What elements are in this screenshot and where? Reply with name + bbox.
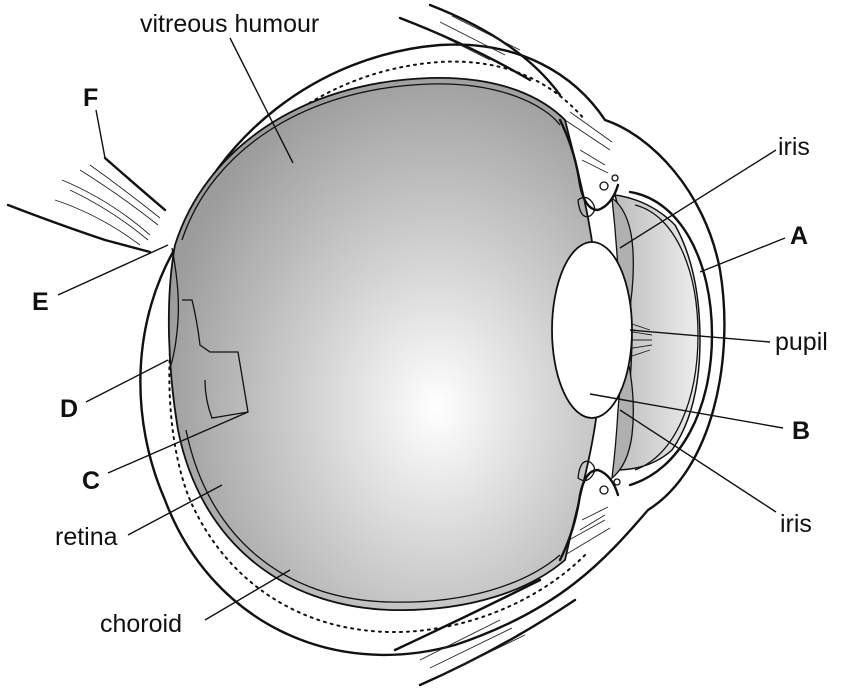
label-D: D: [60, 360, 168, 423]
optic-nerve: [8, 158, 165, 252]
label-text-A: A: [790, 222, 808, 250]
label-text-choroid: choroid: [100, 610, 182, 638]
label-text-D: D: [60, 395, 78, 423]
label-text-vitreous-humour: vitreous humour: [140, 10, 319, 38]
label-text-iris-bottom: iris: [780, 510, 812, 538]
label-iris-top: iris: [620, 133, 810, 248]
label-iris-bottom: iris: [620, 410, 812, 538]
lens: [552, 242, 632, 418]
label-text-iris-top: iris: [778, 133, 810, 161]
label-text-F: F: [83, 84, 98, 112]
label-A: A: [700, 222, 808, 272]
label-choroid: choroid: [100, 570, 290, 638]
label-E: E: [32, 245, 168, 316]
label-text-pupil: pupil: [775, 328, 828, 356]
label-text-retina: retina: [55, 523, 118, 551]
label-text-C: C: [82, 467, 100, 495]
label-F: F: [83, 84, 105, 158]
label-retina: retina: [55, 485, 222, 551]
label-text-B: B: [792, 417, 810, 445]
label-text-E: E: [32, 288, 49, 316]
